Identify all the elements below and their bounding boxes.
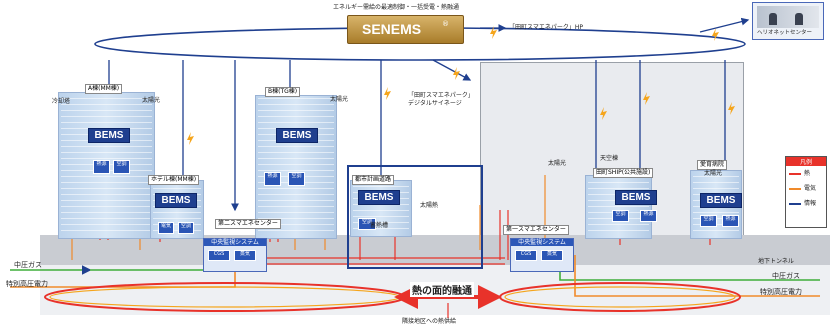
- remote-center-photo: ヘリオネットセンター: [752, 2, 824, 40]
- building-b-label: B棟(TG棟): [265, 87, 300, 97]
- bems-toshi: BEMS: [358, 190, 400, 205]
- bems-kyodo: BEMS: [615, 190, 657, 205]
- legend-heading: 凡例: [786, 157, 826, 166]
- legend: 凡例 熱 電気 情報: [785, 156, 827, 228]
- solar-heat-label: 太陽熱: [420, 202, 438, 209]
- heat-box-b: 熱源: [264, 172, 281, 186]
- gas-left-label: 中圧ガス: [14, 262, 42, 269]
- cgs-box-2: CGS: [515, 250, 537, 261]
- homepage-label: 「田町スマエネパーク」HP: [509, 24, 583, 31]
- central-monitor-2: 中央監視システム CGS 蒸気: [510, 238, 574, 272]
- central-monitor-title-1: 中央監視システム: [204, 239, 266, 246]
- signage-label-2: デジタルサイネージ: [408, 100, 462, 107]
- signage-label-1: 「田町スマエネパーク」: [408, 92, 474, 99]
- central-monitor-1: 中央監視システム CGS 蒸気: [203, 238, 267, 272]
- solar-label-c: 太陽光: [704, 170, 722, 177]
- toshi-label: 都市計画道路: [352, 175, 394, 185]
- senems-text: SENEMS: [362, 21, 421, 37]
- tenjo-label: 天空棟: [600, 155, 618, 162]
- hotel-power-box: 電気: [158, 222, 174, 234]
- storage-label: 蓄熱槽: [370, 222, 388, 229]
- senems-reg: ®: [442, 20, 449, 28]
- tunnel-label: 地下トンネル: [758, 258, 794, 265]
- senems-logo: SENEMS ®: [347, 15, 464, 44]
- legend-item-info: 情報: [786, 196, 826, 211]
- building-a-label: A棟(MM棟): [85, 84, 122, 94]
- legend-heat-label: 熱: [804, 170, 810, 177]
- boiler-box-1: 蒸気: [234, 250, 256, 261]
- solar-label-a: 太陽光: [142, 97, 160, 104]
- boiler-box-2: 蒸気: [541, 250, 563, 261]
- legend-item-power: 電気: [786, 181, 826, 196]
- heat-box-a: 熱源: [93, 160, 110, 174]
- aiiku-label: 愛育病院: [697, 160, 727, 170]
- legend-info-label: 情報: [804, 200, 816, 207]
- aiiku-ac-box: 空調: [700, 215, 717, 227]
- bems-hotel: BEMS: [155, 193, 197, 208]
- kyodo-building: [585, 175, 652, 239]
- bems-a: BEMS: [88, 128, 130, 143]
- legend-power-label: 電気: [804, 185, 816, 192]
- solar-label-b: 太陽光: [330, 96, 348, 103]
- station2-label: 第一スマエネセンター: [503, 225, 569, 235]
- top-caption: エネルギー需給の最適制御・一括受電・熱融通: [333, 4, 459, 11]
- solar-label-d: 太陽光: [548, 160, 566, 167]
- ac-box-b: 空調: [288, 172, 305, 186]
- power-left-label: 特別高圧電力: [6, 281, 48, 288]
- heat-interchange-label: 熱の面的融通: [410, 282, 474, 297]
- ac-box-a: 空調: [113, 160, 130, 174]
- hotel-label: ホテル棟(MM棟): [148, 175, 199, 185]
- legend-item-heat: 熱: [786, 166, 826, 181]
- footnote: 隣接地区への熱供給: [402, 318, 456, 325]
- bems-b: BEMS: [276, 128, 318, 143]
- bems-aiiku: BEMS: [700, 193, 742, 208]
- cgs-box-1: CGS: [208, 250, 230, 261]
- station-label: 第二スマエネセンター: [215, 219, 281, 229]
- remote-center-label: ヘリオネットセンター: [757, 30, 812, 37]
- aiiku-heat-box: 熱源: [722, 215, 739, 227]
- kyodo-label: 田町SHIP(公共施設): [593, 168, 653, 178]
- kyodo-ac-box: 空調: [612, 210, 629, 222]
- gas-right-label: 中圧ガス: [772, 273, 800, 280]
- power-right-label: 特別高圧電力: [760, 289, 802, 296]
- building-b: [255, 95, 337, 239]
- central-monitor-title-2: 中央監視システム: [511, 239, 573, 246]
- hotel-ac-box: 空調: [178, 222, 194, 234]
- kyodo-heat-box: 熱源: [640, 210, 657, 222]
- cooling-tower-label: 冷却塔: [52, 98, 70, 105]
